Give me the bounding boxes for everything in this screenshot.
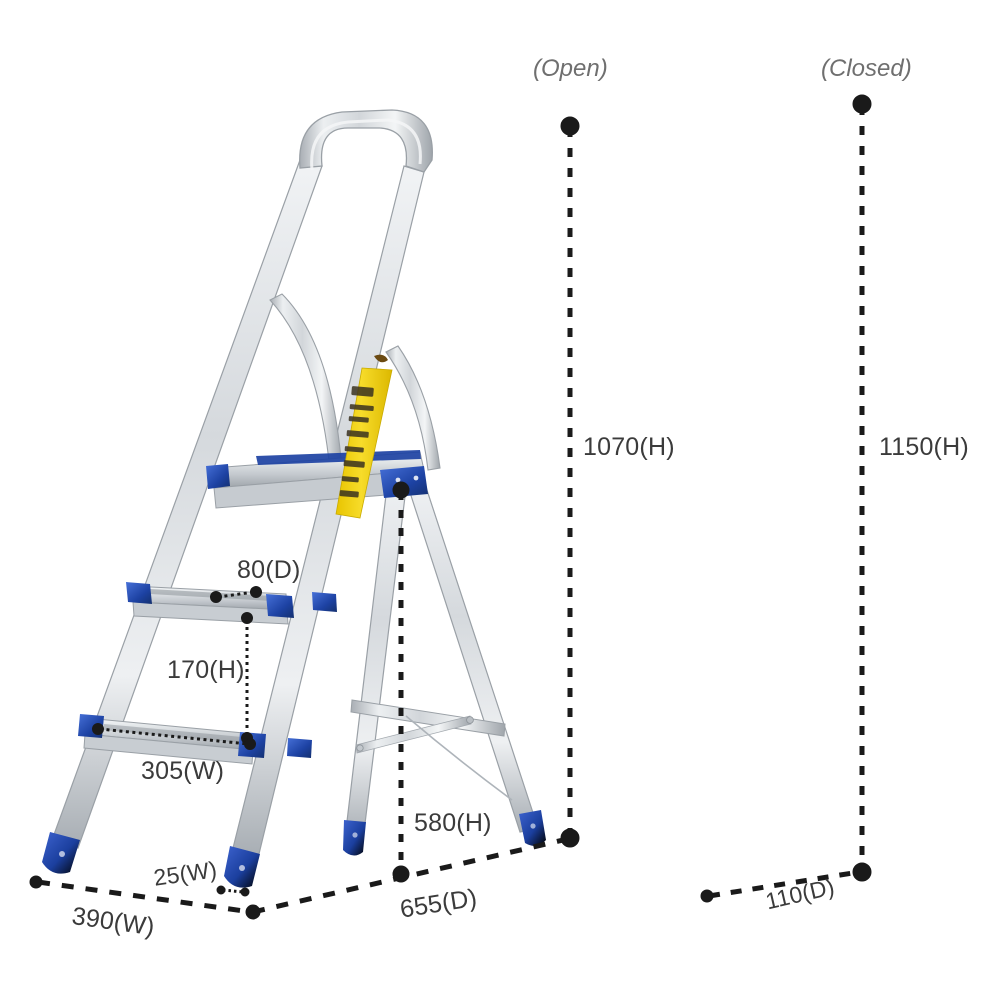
ladder-graphic [42, 109, 546, 888]
dimension-label-step-rise: 170(H) [167, 656, 245, 684]
dimension-label-platform-height: 580(H) [414, 809, 492, 837]
guide-closed-depth [700, 869, 860, 903]
guide-base-depth [252, 835, 573, 915]
top-step [206, 450, 428, 509]
guide-height-open [560, 116, 580, 848]
guide-step-depth [210, 586, 262, 603]
warning-sticker-icon [335, 354, 393, 519]
bottom-step [78, 714, 312, 765]
guide-height-closed [852, 94, 872, 882]
front-feet [42, 832, 260, 888]
guide-base-width [29, 875, 261, 920]
rear-legs [343, 469, 546, 856]
dimension-label-step-width: 305(W) [141, 757, 225, 785]
dimension-label-height-closed: 1150(H) [879, 433, 969, 461]
handrail [299, 109, 433, 173]
guide-step-width [92, 723, 256, 750]
dimension-label-height-open: 1070(H) [583, 433, 675, 461]
guide-rail-width [216, 885, 250, 897]
closed-state-label: (Closed) [821, 55, 912, 82]
open-state-label: (Open) [533, 55, 608, 82]
guide-step-rise [241, 612, 253, 744]
dimension-label-step-depth: 80(D) [237, 556, 301, 584]
measurement-guides [29, 94, 872, 920]
